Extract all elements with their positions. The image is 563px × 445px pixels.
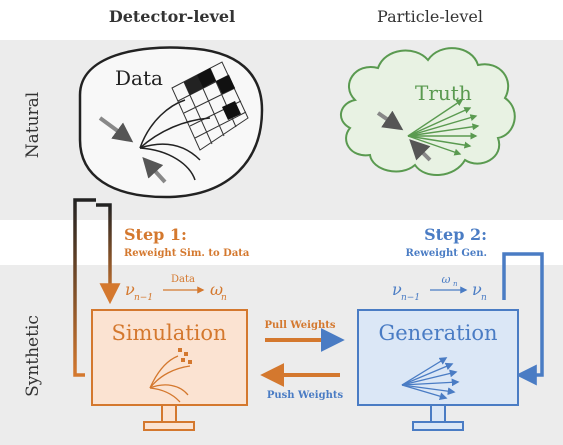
step1-subtitle: Reweight Sim. to Data <box>124 248 250 259</box>
simulation-deposits <box>178 348 192 364</box>
step2-formula-right-sub: n <box>481 293 487 303</box>
incoming-beam <box>409 139 432 162</box>
step2-title: Step 2: <box>424 225 487 244</box>
step2-formula-left-sub: n−1 <box>401 293 420 303</box>
particle-level-header: Particle-level <box>377 7 483 26</box>
step1-formula-right: ω <box>210 280 223 299</box>
step2-formula: ν n−1 ω n ν n <box>392 273 487 303</box>
simulation-label: Simulation <box>111 321 226 345</box>
detector-cell <box>222 101 241 120</box>
generation-monitor: Generation <box>357 309 519 431</box>
simulation-monitor: Simulation <box>91 309 248 431</box>
truth-cloud-icon: Truth <box>340 47 516 177</box>
detector-cell <box>184 75 203 95</box>
detector-cell <box>197 68 216 88</box>
incoming-beam <box>142 157 167 184</box>
push-weights-label: Push Weights <box>267 390 344 401</box>
detector-level-header: Detector-level <box>109 7 235 26</box>
natural-row-label: Natural <box>23 92 43 159</box>
step2-subtitle: Reweight Gen. <box>406 248 487 259</box>
data-tracks <box>139 99 211 181</box>
data-label: Data <box>115 66 163 90</box>
generation-label: Generation <box>378 321 497 345</box>
data-detector-icon: Data <box>78 46 264 199</box>
truth-particles <box>407 99 480 156</box>
step1-down-arrow <box>96 203 121 305</box>
step2-formula-over: ω <box>442 273 451 286</box>
step2-formula-over-sub: n <box>453 280 458 288</box>
step1-formula-over: Data <box>171 274 195 285</box>
generation-particles <box>401 357 460 400</box>
step1-formula-left-sub: n−1 <box>134 293 153 303</box>
step1-title: Step 1: <box>124 225 187 244</box>
simulation-tracks <box>149 355 191 403</box>
step2-formula-right: ν <box>472 280 482 299</box>
synthetic-row-label: Synthetic <box>23 315 43 397</box>
incoming-beam <box>98 116 134 143</box>
step1-loop-arrow <box>73 198 96 377</box>
step2-formula-left: ν <box>392 280 402 299</box>
step2-loop-arrow <box>502 252 544 386</box>
incoming-beam <box>376 110 404 131</box>
detector-cell <box>216 75 235 94</box>
step1-formula: ν n−1 Data ω n <box>125 274 227 303</box>
pull-weights-label: Pull Weights <box>265 320 336 331</box>
truth-label: Truth <box>415 81 472 105</box>
step1-formula-left: ν <box>125 280 135 299</box>
step1-formula-right-sub: n <box>221 293 227 303</box>
